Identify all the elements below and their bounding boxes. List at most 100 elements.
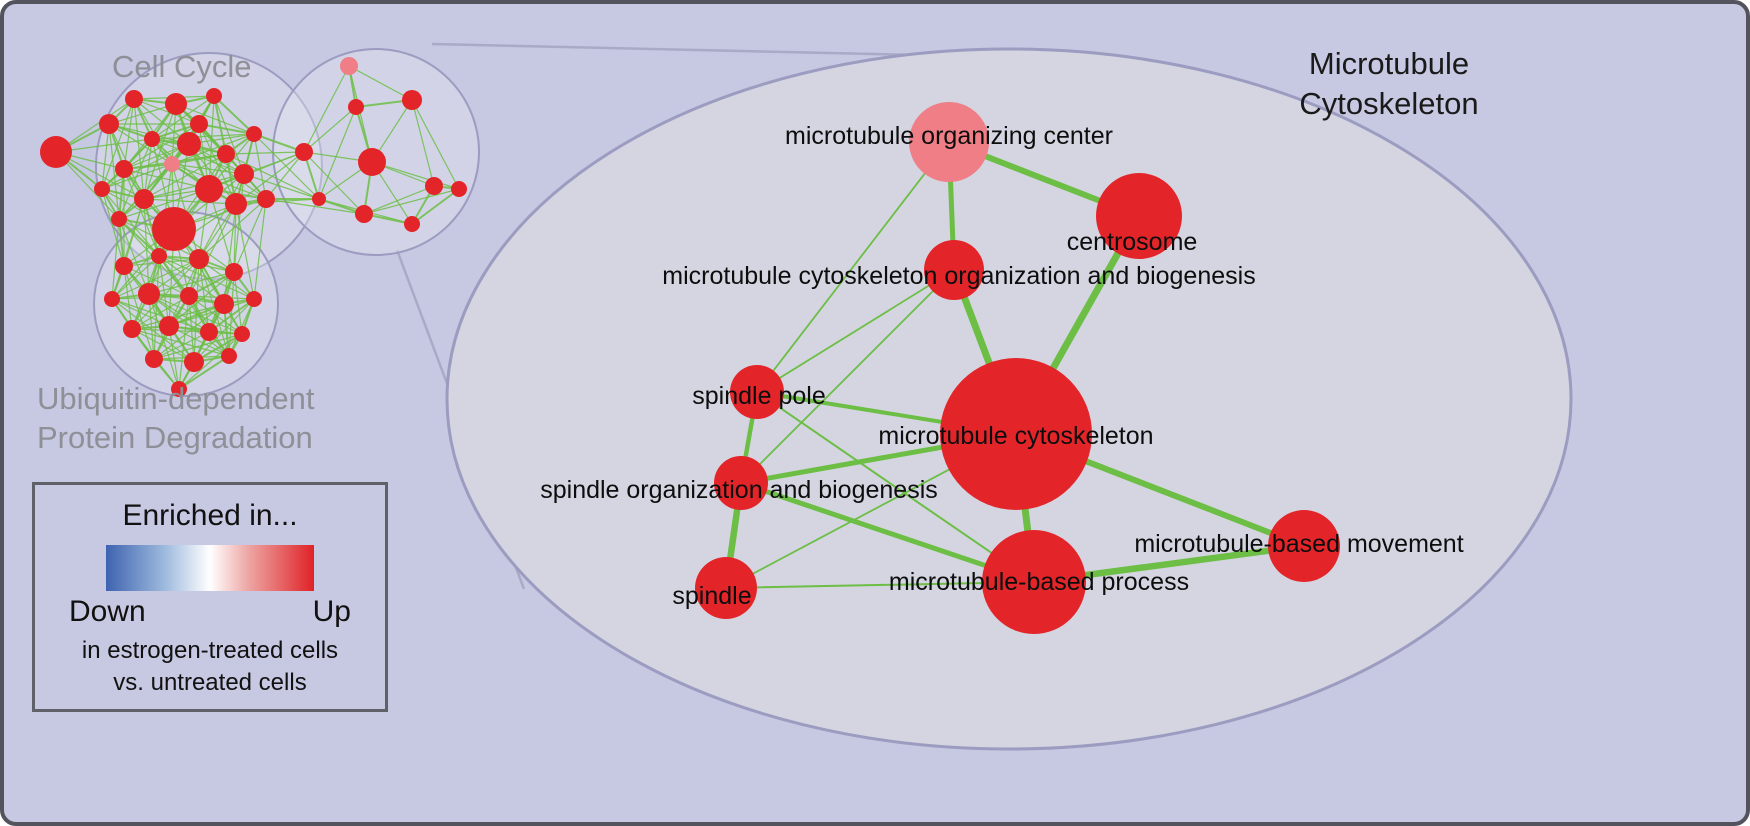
small-node[interactable]: [152, 207, 196, 251]
small-edge: [411, 99, 460, 190]
small-node[interactable]: [40, 136, 72, 168]
small-node[interactable]: [104, 291, 120, 307]
node-moc[interactable]: [909, 102, 989, 182]
small-edge: [303, 151, 365, 215]
small-edge: [198, 203, 237, 260]
small-node[interactable]: [123, 320, 141, 338]
small-edge: [235, 151, 305, 205]
small-edge: [108, 123, 120, 220]
small-edge: [213, 95, 255, 135]
small-node[interactable]: [451, 181, 467, 197]
small-node[interactable]: [134, 189, 154, 209]
small-node[interactable]: [214, 294, 234, 314]
small-edge: [143, 198, 237, 205]
small-node[interactable]: [246, 291, 262, 307]
small-node[interactable]: [425, 177, 443, 195]
small-node[interactable]: [159, 316, 179, 336]
small-edge: [101, 188, 160, 257]
node-spole[interactable]: [730, 365, 784, 419]
small-node[interactable]: [234, 164, 254, 184]
small-node[interactable]: [200, 323, 218, 341]
small-edge: [133, 98, 145, 200]
small-edge: [158, 255, 255, 300]
small-node[interactable]: [125, 90, 143, 108]
small-edge: [171, 133, 255, 165]
cluster-title-microtubule-line2: Cytoskeleton: [1299, 86, 1479, 122]
small-edge: [303, 106, 357, 153]
small-edge: [108, 123, 173, 165]
small-edge: [101, 188, 125, 267]
small-edge: [178, 295, 190, 390]
small-node[interactable]: [234, 326, 250, 342]
cluster-title-ubiquitin-line2: Protein Degradation: [37, 419, 313, 455]
small-edge: [143, 153, 227, 200]
small-edge: [111, 218, 120, 300]
node-spindle[interactable]: [695, 557, 757, 619]
small-node[interactable]: [348, 99, 364, 115]
small-node[interactable]: [217, 145, 235, 163]
small-node[interactable]: [138, 283, 160, 305]
small-node[interactable]: [145, 350, 163, 368]
node-mbproc[interactable]: [982, 530, 1086, 634]
small-node[interactable]: [99, 114, 119, 134]
small-edge: [148, 271, 235, 295]
network-svg: microtubule organizing centercentrosomem…: [40, 42, 1573, 751]
small-node[interactable]: [195, 175, 223, 203]
small-edge: [143, 198, 150, 295]
small-node[interactable]: [404, 216, 420, 232]
small-node[interactable]: [94, 181, 110, 197]
small-node[interactable]: [189, 249, 209, 269]
node-mtcyto[interactable]: [940, 358, 1092, 510]
small-node[interactable]: [221, 348, 237, 364]
node-centrosome[interactable]: [1096, 173, 1182, 259]
small-node[interactable]: [177, 132, 201, 156]
small-edge: [188, 203, 237, 297]
small-edge: [208, 95, 215, 190]
small-node[interactable]: [225, 193, 247, 215]
small-edge: [131, 303, 225, 330]
small-edge: [303, 65, 350, 153]
small-node[interactable]: [295, 143, 313, 161]
small-node[interactable]: [246, 126, 262, 142]
small-node[interactable]: [402, 90, 422, 110]
small-edge: [198, 123, 267, 200]
node-mbmove[interactable]: [1268, 510, 1340, 582]
small-edge: [175, 103, 255, 135]
small-node[interactable]: [340, 57, 358, 75]
small-node[interactable]: [151, 248, 167, 264]
small-edge: [111, 298, 210, 333]
node-label-moc: microtubule organizing center: [785, 122, 1113, 150]
small-edge: [265, 151, 305, 200]
small-node[interactable]: [190, 115, 208, 133]
legend-down-label: Down: [69, 595, 146, 628]
node-orgbio[interactable]: [924, 240, 984, 300]
small-edge: [123, 98, 135, 170]
node-sporg[interactable]: [714, 456, 768, 510]
small-node[interactable]: [184, 352, 204, 372]
small-node[interactable]: [355, 205, 373, 223]
small-node[interactable]: [312, 192, 326, 206]
legend-subtitle-line1: in estrogen-treated cells: [81, 637, 339, 664]
small-edge: [151, 95, 215, 140]
small-node[interactable]: [180, 287, 198, 305]
small-edge: [148, 293, 230, 357]
small-node[interactable]: [171, 381, 187, 397]
small-edge: [213, 95, 227, 155]
small-edge: [168, 325, 180, 390]
small-node[interactable]: [164, 156, 180, 172]
node-label-mbmove: microtubule-based movement: [1134, 530, 1463, 558]
small-node[interactable]: [115, 160, 133, 178]
small-edge: [223, 203, 237, 305]
small-edge: [411, 99, 435, 187]
small-node[interactable]: [206, 88, 222, 104]
small-node[interactable]: [225, 263, 243, 281]
small-edge: [168, 325, 230, 357]
small-node[interactable]: [257, 190, 275, 208]
legend-title: Enriched in...: [122, 499, 298, 532]
small-node[interactable]: [111, 211, 127, 227]
small-node[interactable]: [165, 93, 187, 115]
small-edge: [198, 173, 245, 260]
small-node[interactable]: [358, 148, 386, 176]
small-node[interactable]: [144, 131, 160, 147]
small-node[interactable]: [115, 257, 133, 275]
